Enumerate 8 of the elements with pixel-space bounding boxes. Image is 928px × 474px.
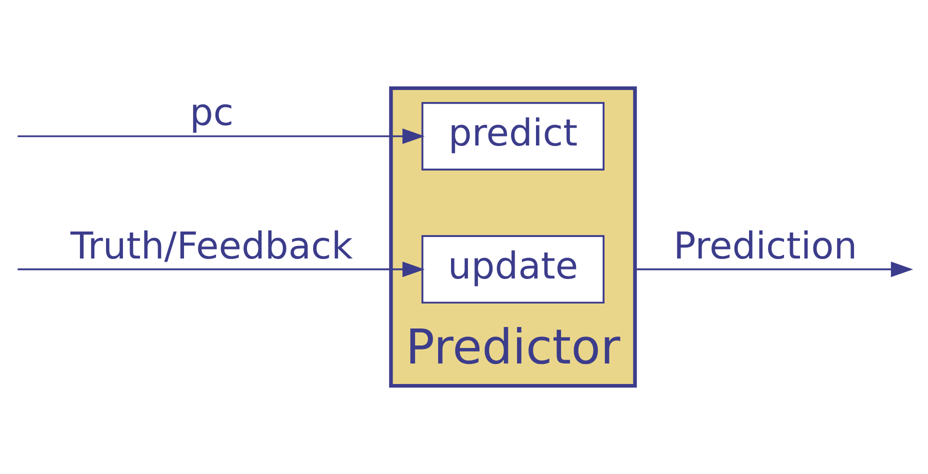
arrow: [18, 128, 425, 144]
arrow: [635, 262, 914, 278]
edge-label: Prediction: [674, 224, 858, 268]
edge-label: pc: [190, 91, 234, 134]
edge-label: Truth/Feedback: [70, 224, 353, 268]
node-box: predict: [421, 102, 604, 170]
arrow: [18, 262, 425, 278]
node-box: update: [421, 235, 604, 304]
